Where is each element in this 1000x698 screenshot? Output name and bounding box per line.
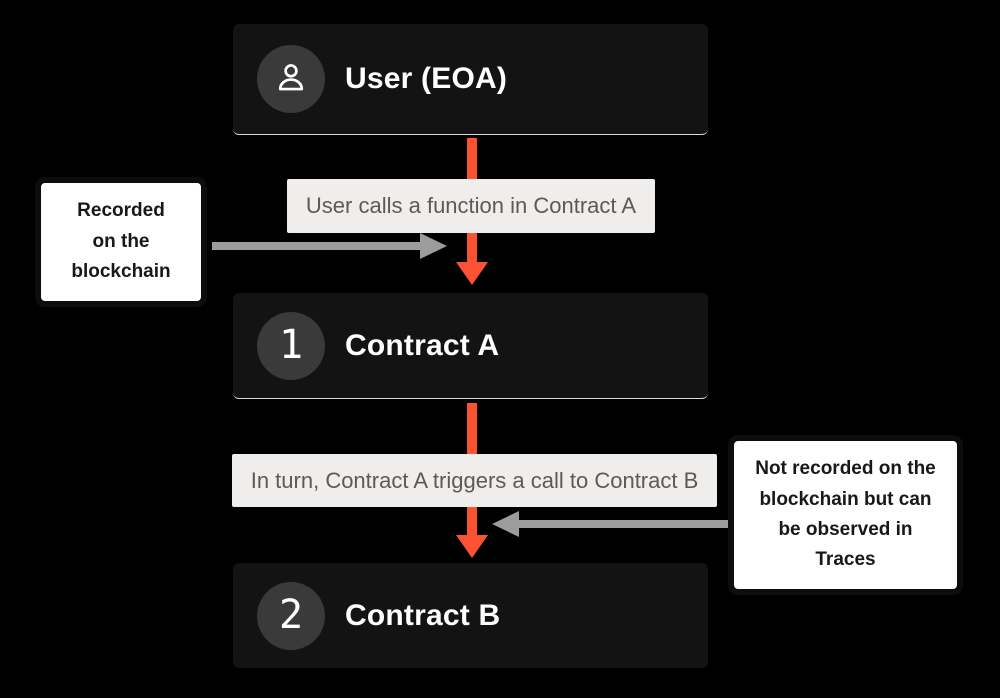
pointer-not-recorded-shaft [519,520,728,528]
node-contract-b: 2 Contract B [233,563,708,668]
callout-not-recorded-traces: Not recorded on the blockchain but can b… [728,435,963,595]
node-user-eoa: User (EOA) [233,24,708,135]
pointer-recorded-head [420,233,447,259]
user-avatar-circle [257,45,325,113]
node-title: Contract B [345,598,501,632]
pointer-recorded-shaft [212,242,420,250]
user-icon [272,58,310,101]
arrow-contract-a-to-b-head [456,535,488,558]
step-1-badge: 1 [257,311,325,380]
step-1-number: 1 [278,321,304,368]
step-2-number: 2 [278,591,304,638]
step-2-badge: 2 [257,581,325,650]
callout-recorded-on-blockchain: Recorded on the blockchain [35,177,207,307]
edge-label-user-to-a: User calls a function in Contract A [287,179,655,233]
pointer-not-recorded-head [492,511,519,537]
edge-label-a-to-b: In turn, Contract A triggers a call to C… [232,454,717,507]
node-title: Contract A [345,328,500,362]
arrow-user-to-contract-a-head [456,262,488,285]
node-title: User (EOA) [345,62,508,95]
node-contract-a: 1 Contract A [233,293,708,399]
